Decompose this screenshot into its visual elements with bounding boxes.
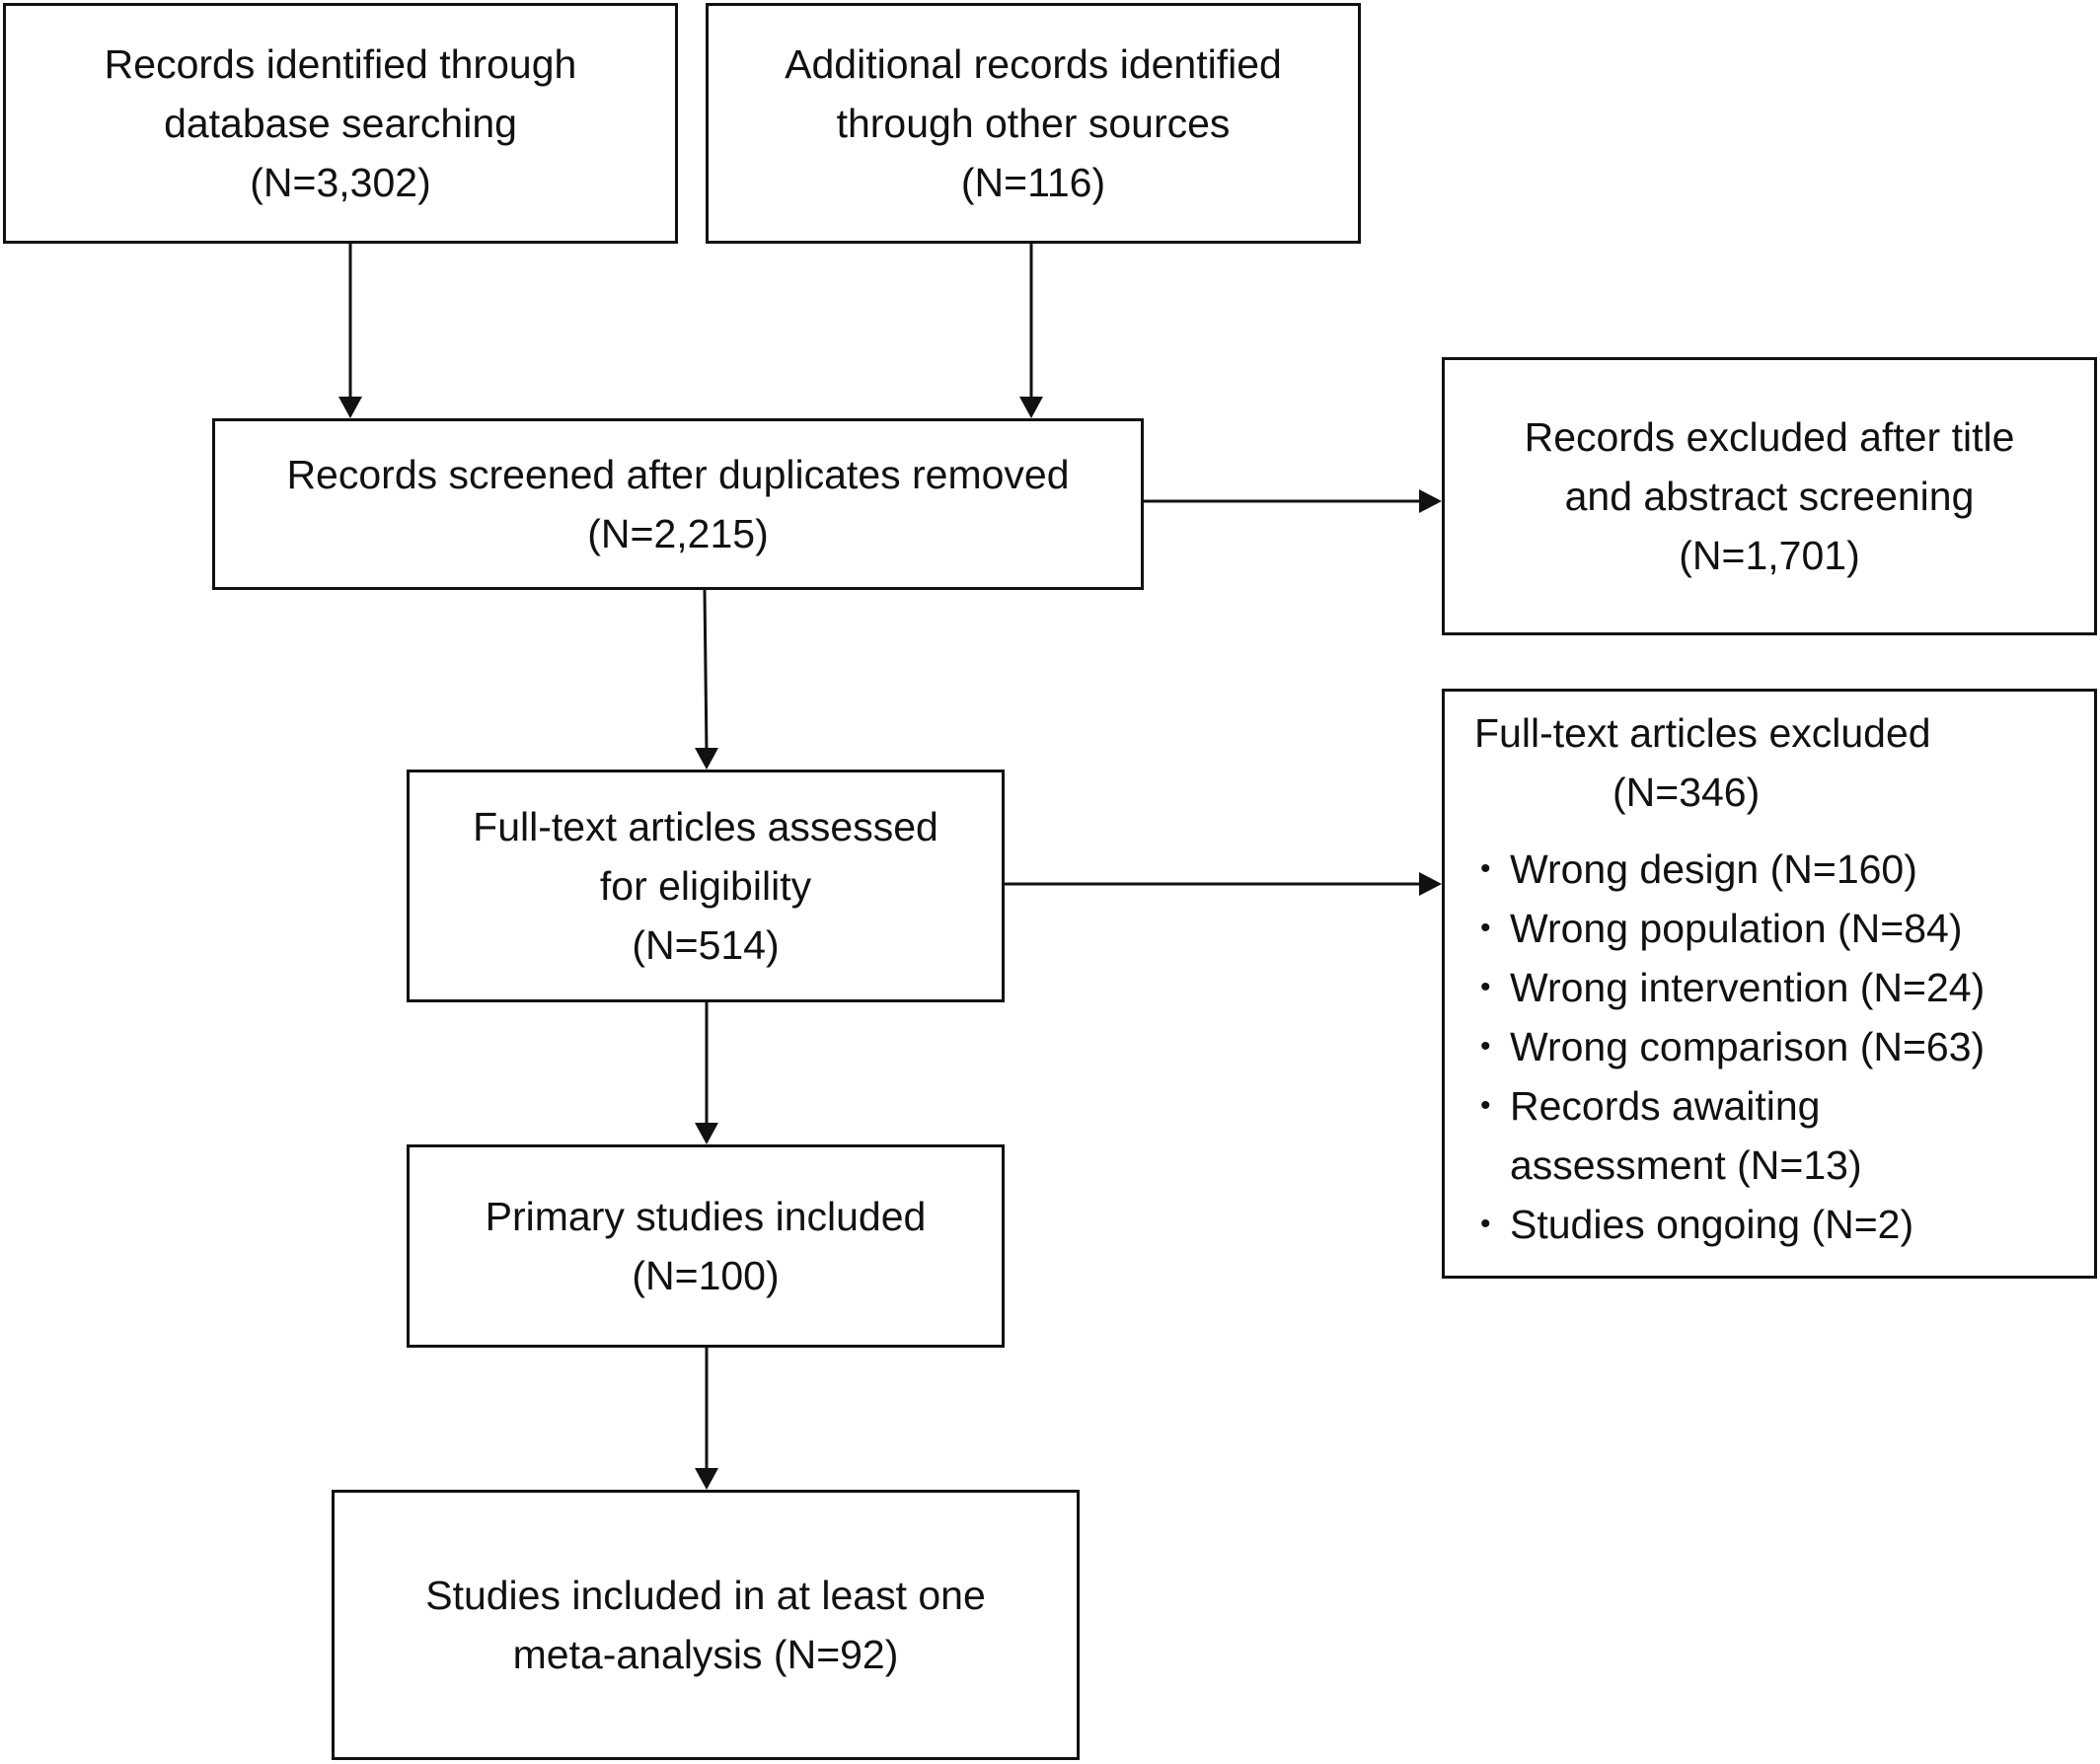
- excluded-count: (N=346): [1612, 770, 1761, 815]
- arrowhead-other-to-screened: [1019, 397, 1043, 418]
- arrowhead-primary-to-meta: [695, 1468, 718, 1490]
- arrowhead-fulltext-to-primary: [695, 1123, 718, 1144]
- box-text-line: Records screened after duplicates remove…: [286, 452, 1070, 497]
- box-count: (N=3,302): [250, 160, 431, 205]
- full-text-assessed-box: Full-text articles assessed for eligibil…: [407, 770, 1005, 1002]
- records-other-sources-box: Additional records identified through ot…: [706, 3, 1361, 244]
- reason-text: Wrong design (N=160): [1510, 846, 1917, 892]
- records-database-box: Records identified through database sear…: [3, 3, 678, 244]
- reason-text: Wrong intervention (N=24): [1510, 965, 1986, 1010]
- box-count: (N=116): [960, 160, 1106, 205]
- box-text-line: and abstract screening: [1564, 474, 1975, 519]
- exclusion-reasons-list: • Wrong design (N=160) • Wrong population …: [1474, 840, 2074, 1254]
- arrow-screened-to-fulltext: [703, 589, 709, 755]
- bullet-icon: •: [1480, 1089, 1491, 1122]
- arrowhead-fulltext-to-excluded: [1419, 872, 1442, 896]
- primary-studies-included-box: Primary studies included (N=100): [407, 1144, 1005, 1348]
- reason-text: Studies ongoing (N=2): [1510, 1202, 1914, 1247]
- list-item: • Wrong design (N=160): [1474, 840, 2023, 899]
- box-text-line: Studies included in at least one: [425, 1573, 986, 1618]
- reason-text: Wrong population (N=84): [1510, 906, 1963, 951]
- list-item: • Wrong intervention (N=24): [1474, 958, 2023, 1017]
- reason-text: Records awaiting assessment (N=13): [1510, 1083, 1862, 1188]
- box-count: (N=514): [632, 922, 780, 968]
- arrowhead-screened-to-fulltext: [695, 748, 718, 770]
- list-item: • Records awaiting assessment (N=13): [1474, 1076, 2023, 1195]
- full-text-excluded-box: Full-text articles excluded (N=346) • Wro…: [1442, 689, 2097, 1279]
- box-text-line: meta-analysis (N=92): [512, 1632, 899, 1677]
- box-count: (N=1,701): [1679, 533, 1860, 578]
- box-text-line: Records identified through: [104, 41, 577, 87]
- list-item: • Wrong comparison (N=63): [1474, 1017, 2023, 1076]
- box-count: (N=2,215): [587, 511, 769, 556]
- bullet-icon: •: [1480, 1030, 1491, 1063]
- bullet-icon: •: [1480, 1208, 1491, 1240]
- box-text-line: database searching: [164, 101, 517, 146]
- reason-text: Wrong comparison (N=63): [1510, 1024, 1986, 1069]
- box-text-line: for eligibility: [599, 863, 812, 909]
- bullet-icon: •: [1480, 912, 1491, 944]
- box-text-line: Primary studies included: [485, 1194, 927, 1239]
- excluded-title: Full-text articles excluded: [1474, 710, 1931, 756]
- arrowhead-database-to-screened: [338, 397, 362, 418]
- box-count: (N=100): [632, 1253, 780, 1298]
- box-text-line: Full-text articles assessed: [473, 804, 938, 849]
- box-text-line: Records excluded after title: [1524, 414, 2015, 460]
- list-item: • Studies ongoing (N=2): [1474, 1195, 2023, 1254]
- meta-analysis-box: Studies included in at least one meta-an…: [332, 1490, 1080, 1760]
- arrowhead-screened-to-excluded: [1419, 489, 1442, 513]
- bullet-icon: •: [1480, 852, 1491, 885]
- records-excluded-title-abstract-box: Records excluded after title and abstrac…: [1442, 357, 2097, 635]
- list-item: • Wrong population (N=84): [1474, 899, 2023, 958]
- box-text-line: Additional records identified: [785, 41, 1282, 87]
- bullet-icon: •: [1480, 971, 1491, 1003]
- box-text-line: through other sources: [836, 101, 1231, 146]
- records-screened-box: Records screened after duplicates remove…: [212, 418, 1144, 590]
